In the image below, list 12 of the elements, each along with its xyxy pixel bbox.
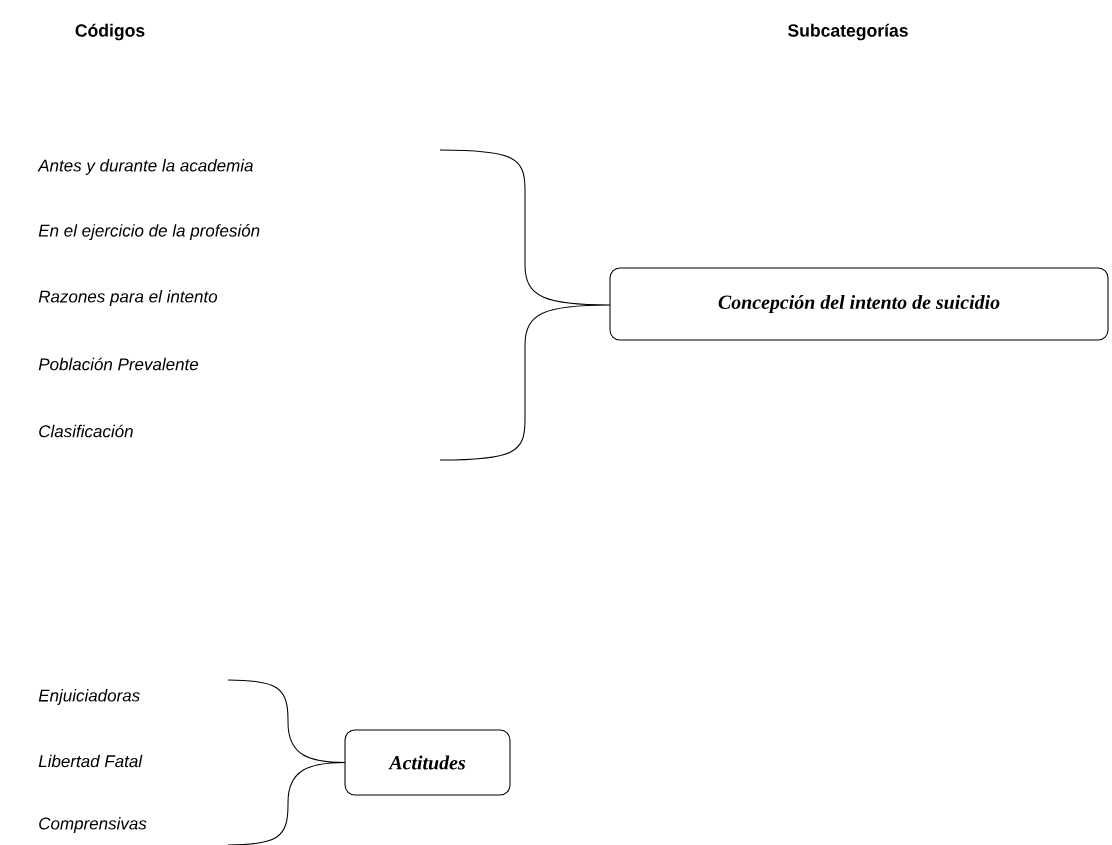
column-heading: Códigos [75, 23, 145, 41]
column-heading: Subcategorías [787, 23, 908, 41]
code-text: Libertad Fatal [38, 754, 143, 768]
code-text: Población Prevalente [38, 357, 199, 371]
code-text: Razones para el intento [38, 290, 218, 306]
code-text: Clasificación [39, 424, 133, 438]
code-text: Comprensivas [39, 817, 147, 833]
code-text: Antes y durante la academia [37, 159, 253, 175]
subcategory-box: Concepción del intento de suicidio [609, 267, 1109, 341]
code-text: Enjuiciadoras [38, 689, 140, 705]
subcategory-box: Actitudes [344, 729, 511, 796]
code-text: En el ejercicio de la profesión [38, 223, 260, 240]
